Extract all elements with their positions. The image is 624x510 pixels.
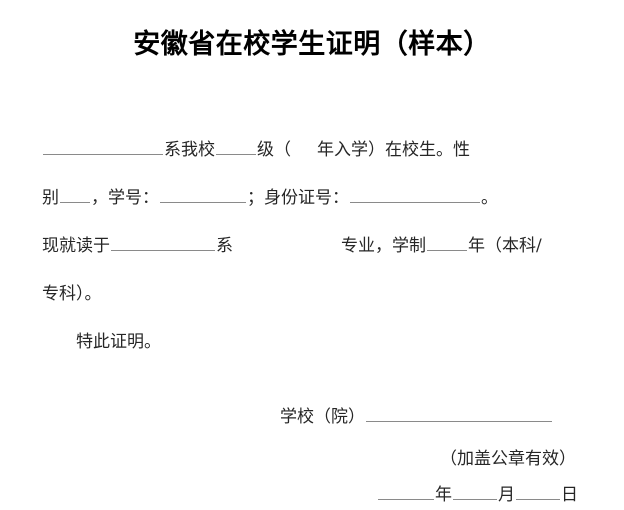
school-signature-row: 学校（院） (280, 396, 580, 438)
line3-text-degree-type: 年（本科/ (468, 236, 542, 256)
month-blank-field[interactable] (453, 481, 497, 500)
name-blank-field[interactable] (43, 136, 163, 155)
line2-text-gender-label: 别 (42, 188, 59, 208)
school-name-blank-field[interactable] (366, 403, 552, 422)
line1-text-enrollment: 年入学）在校生。性 (317, 140, 470, 160)
line2-text-idcard-label: ；身份证号： (247, 188, 349, 208)
body-line-2: 别 ，学号： ；身份证号： 。 (42, 174, 578, 222)
line1-text-department: 系我校 (164, 140, 215, 160)
year-label: 年 (435, 485, 452, 505)
day-blank-field[interactable] (516, 481, 560, 500)
line3-text-studying-label: 现就读于 (42, 236, 110, 256)
signature-block: 学校（院） （加盖公章有效） 年 月 日 (280, 396, 580, 510)
line2-text-period: 。 (481, 188, 498, 208)
gender-blank-field[interactable] (60, 184, 90, 203)
department-blank-field[interactable] (111, 232, 215, 251)
body-line-4: 专科）。 (42, 284, 102, 304)
body-line-3: 现就读于 系 专业，学制 年（本科/ (42, 222, 578, 270)
school-label: 学校（院） (280, 407, 365, 427)
grade-blank-field[interactable] (216, 136, 256, 155)
line1-text-grade: 级（ (257, 140, 291, 160)
line3-text-department-suffix: 系 (216, 236, 233, 256)
seal-note: （加盖公章有效） (440, 449, 576, 469)
certificate-body: 系我校 级（ 年入学）在校生。性 别 ，学号： ；身份证号： 。 现就读于 系 专业，学制 年（… (42, 126, 578, 366)
month-label: 月 (498, 485, 515, 505)
line2-text-student-id-label: ，学号： (91, 188, 159, 208)
id-card-blank-field[interactable] (350, 184, 480, 203)
duration-blank-field[interactable] (427, 232, 467, 251)
body-line-1: 系我校 级（ 年入学）在校生。性 (42, 126, 578, 174)
year-blank-field[interactable] (378, 481, 434, 500)
student-id-blank-field[interactable] (160, 184, 246, 203)
day-label: 日 (561, 485, 578, 505)
line3-text-major-duration-label: 专业，学制 (341, 236, 426, 256)
page-title: 安徽省在校学生证明（样本） (133, 29, 491, 60)
date-row: 年月日 (280, 480, 580, 510)
body-line-5: 特此证明。 (76, 332, 161, 352)
